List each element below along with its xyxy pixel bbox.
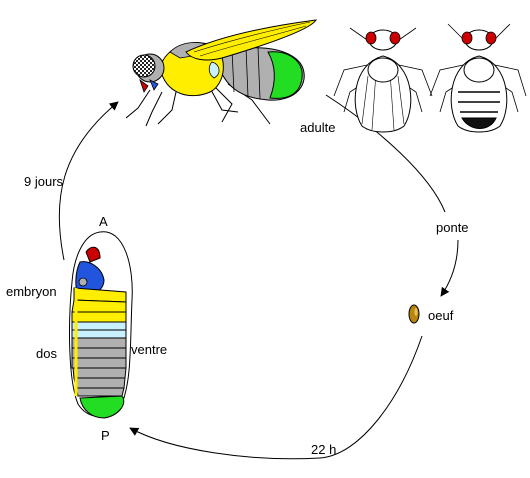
label-dorsal: dos [36, 346, 57, 361]
label-embryo: embryon [6, 284, 57, 299]
adult-fly-dorsal-view-1 [333, 27, 433, 133]
arrow-larva-to-adult [58, 101, 119, 261]
label-anterior: A [99, 214, 108, 229]
adult-fly-dorsal-view-2 [429, 23, 527, 133]
fly-antenna-red [139, 78, 149, 93]
label-duration-larva: 9 jours [24, 174, 64, 189]
label-ventral: ventre [131, 342, 167, 357]
fly-wing [185, 19, 317, 61]
embryo-amnioserosa [71, 321, 127, 339]
adult-fly-side-view [125, 19, 317, 127]
label-duration-embryo: 22 h [311, 442, 336, 457]
label-adult: adulte [300, 120, 335, 135]
arrow-egg-to-embryo [129, 335, 423, 460]
egg-highlight [414, 308, 418, 316]
fly-haltere [208, 61, 220, 79]
label-egg-laying: ponte [436, 220, 469, 235]
fly-compound-eye [132, 54, 156, 78]
embryo-posterior-green [79, 395, 125, 419]
egg [408, 304, 420, 324]
embryo-thoracic-segments [71, 287, 127, 323]
fly-mouthpart-blue [149, 79, 159, 91]
arrow-egg-laying-to-egg [440, 239, 459, 297]
label-posterior: P [101, 428, 110, 443]
fly-abdomen-tip [267, 51, 303, 99]
embryo-head-grey [78, 277, 88, 287]
embryo [69, 231, 133, 419]
fly-abdomen-stripes [231, 46, 261, 100]
label-egg: oeuf [428, 308, 454, 323]
embryo-head-red [85, 246, 101, 263]
fly-wing-veins [193, 21, 311, 57]
embryo-abdominal-segments [71, 337, 127, 397]
